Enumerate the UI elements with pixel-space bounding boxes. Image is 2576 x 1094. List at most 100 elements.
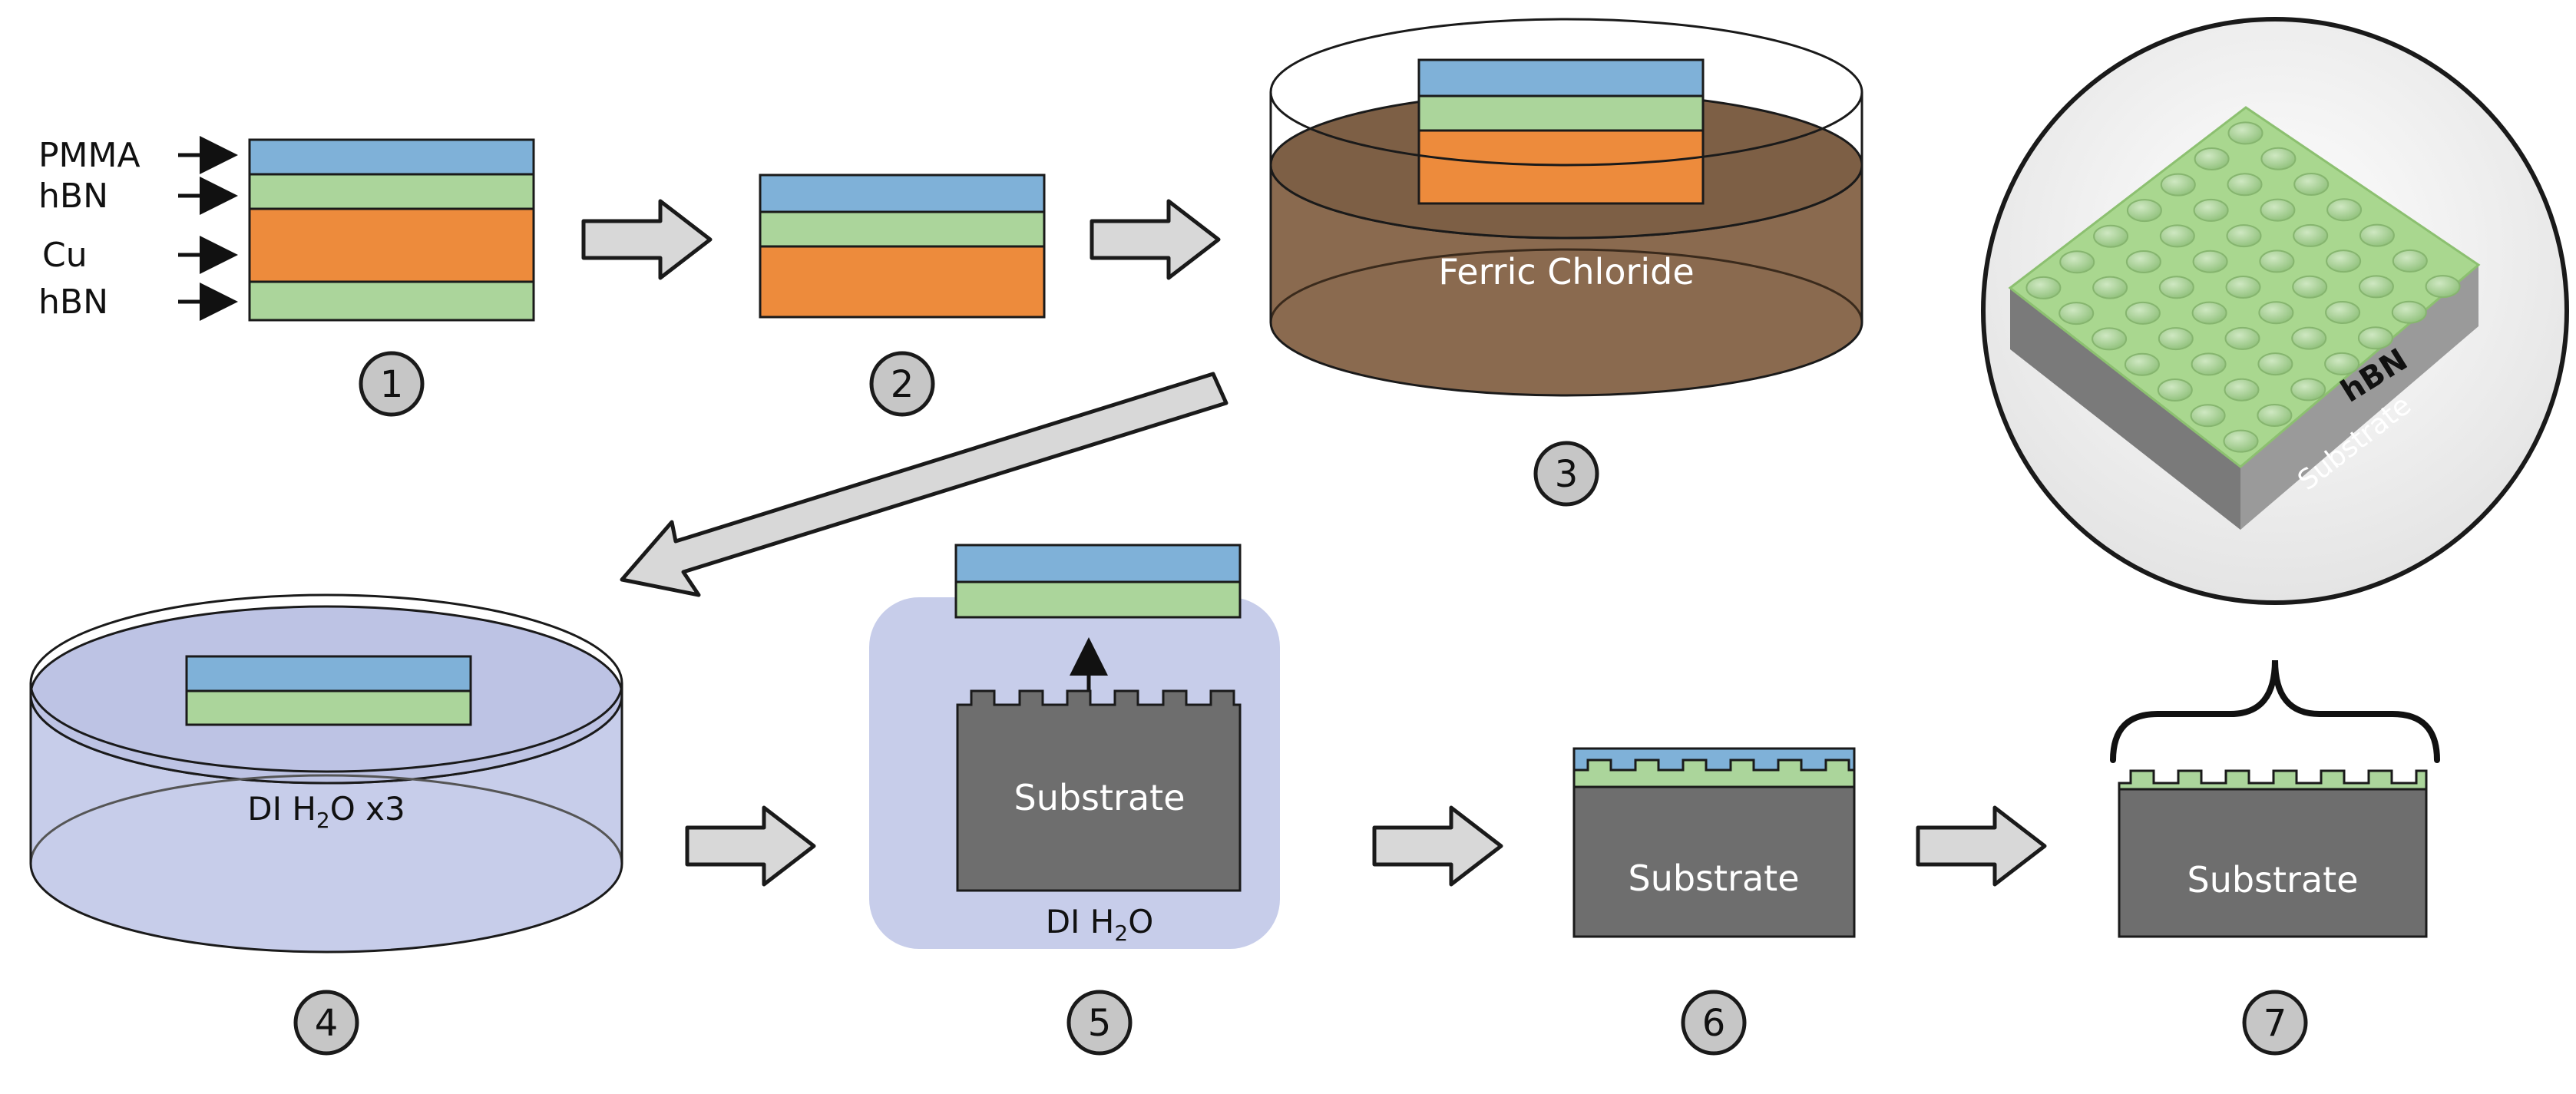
svg-text:1: 1 xyxy=(380,363,404,406)
hbn-patterned-layer xyxy=(2118,769,2428,792)
hbn-dome xyxy=(2391,300,2427,324)
slab-right-face xyxy=(2240,265,2478,530)
step3-ferric-chloride-bath: Ferric Chloride xyxy=(1269,18,1863,397)
hbn-dome xyxy=(2194,147,2230,170)
water-rim-back xyxy=(29,593,623,684)
floating-pmma xyxy=(1417,58,1705,98)
layer-pmma xyxy=(248,138,535,176)
hbn-dome xyxy=(2392,249,2428,273)
hbn-dome xyxy=(2124,352,2160,376)
patterned-substrate xyxy=(956,689,1242,892)
hbn-dome xyxy=(2257,404,2293,427)
bath-rim-back xyxy=(1269,18,1863,93)
hbn-dome xyxy=(2092,276,2128,299)
bath-rim-front xyxy=(1269,91,1863,167)
substrate-block xyxy=(1572,785,1856,938)
floating-cu xyxy=(1417,129,1705,205)
step1-stack: PMMA hBN Cu hBN xyxy=(38,136,535,322)
hbn-dome xyxy=(2159,224,2195,248)
hbn-dome xyxy=(2292,275,2328,299)
arrow-1-to-2 xyxy=(581,199,713,280)
label-hbn-bottom: hBN xyxy=(38,283,108,322)
label-cu: Cu xyxy=(42,236,88,275)
hbn-dome xyxy=(2358,275,2394,299)
step-badge-2: 2 xyxy=(869,351,935,417)
floating-pmma xyxy=(185,655,472,692)
hbn-dome xyxy=(2425,275,2461,299)
hbn-dome xyxy=(2291,326,2327,350)
label-pmma: PMMA xyxy=(38,136,141,175)
water-bottom-rim xyxy=(29,774,623,864)
svg-text:3: 3 xyxy=(1555,453,1579,496)
hbn-dome xyxy=(2290,378,2326,402)
arrow-2-to-3 xyxy=(1090,199,1221,280)
hbn-dome xyxy=(2324,352,2360,375)
hbn-dome xyxy=(2126,199,2162,223)
svg-text:5: 5 xyxy=(1088,1002,1112,1045)
hbn-dome xyxy=(2257,352,2293,376)
step6-transferred-stack: Substrate xyxy=(1572,747,1856,938)
svg-text:4: 4 xyxy=(315,1002,339,1045)
label-hbn-top: hBN xyxy=(38,177,108,216)
step2-stack xyxy=(759,174,1046,319)
hbn-dome xyxy=(2058,302,2095,326)
hbn-dome xyxy=(2157,378,2193,402)
hbn-dome xyxy=(2224,378,2260,402)
curly-brace xyxy=(2110,659,2440,763)
hbn-dome xyxy=(2260,147,2297,170)
arrow-5-to-6 xyxy=(1372,805,1503,887)
process-arrows xyxy=(581,199,2047,887)
step-badge-6: 6 xyxy=(1681,990,1747,1056)
hbn-dome xyxy=(2226,224,2262,248)
hbn-dome xyxy=(2223,429,2259,453)
hbn-dome-array xyxy=(2025,121,2461,453)
svg-text:7: 7 xyxy=(2264,1002,2287,1045)
svg-text:6: 6 xyxy=(1702,1002,1726,1045)
di-h2o-x3-label: DI H2O x3 xyxy=(247,790,405,833)
water-rim-front xyxy=(29,683,623,773)
hbn-dome xyxy=(2093,224,2129,248)
step-badges: 1 2 3 4 5 6 7 xyxy=(293,351,2308,1056)
di-h2o-label: DI H2O xyxy=(1046,903,1154,946)
inset-3d-render: hBN Substrate xyxy=(1981,17,2569,605)
hbn-dome xyxy=(2025,276,2062,299)
hbn-dome xyxy=(2357,326,2393,350)
step5-substrate-transfer: Substrate DI H2O xyxy=(869,544,1280,949)
step-badge-5: 5 xyxy=(1066,990,1133,1056)
step-badge-1: 1 xyxy=(359,351,425,417)
hbn-dome xyxy=(2359,223,2395,247)
substrate-label: Substrate xyxy=(2187,859,2359,901)
layer-hbn-bottom xyxy=(248,280,535,322)
hbn-dome xyxy=(2193,198,2229,222)
hbn-dome xyxy=(2325,301,2361,324)
hbn-dome xyxy=(2258,301,2294,325)
hbn-dome xyxy=(2092,327,2128,351)
substrate-label: Substrate xyxy=(1629,858,1800,899)
hbn-dome xyxy=(2259,250,2295,273)
lifted-pmma xyxy=(954,544,1242,583)
hbn-dome xyxy=(2227,173,2263,197)
hbn-dome xyxy=(2293,223,2329,247)
hbn-dome xyxy=(2160,173,2196,197)
hbn-dome xyxy=(2192,250,2228,273)
arrow-6-to-7 xyxy=(1916,805,2047,887)
floating-hbn xyxy=(1417,94,1705,132)
hbn-dome xyxy=(2125,301,2161,325)
hbn-dome xyxy=(2227,121,2264,145)
hbn-dome xyxy=(2224,326,2260,350)
layer-pmma xyxy=(759,174,1046,213)
hbn-dome xyxy=(2225,276,2261,299)
step-badge-4: 4 xyxy=(293,990,359,1056)
floating-hbn xyxy=(185,689,472,726)
slab-left-face xyxy=(2010,288,2240,530)
hbn-dome xyxy=(2190,404,2226,428)
hbn-dome xyxy=(2158,276,2194,299)
svg-text:2: 2 xyxy=(891,363,914,406)
hbn-dome xyxy=(2191,301,2227,325)
step-badge-7: 7 xyxy=(2242,990,2308,1056)
layer-hbn xyxy=(759,210,1046,248)
arrow-4-to-5 xyxy=(685,805,816,887)
layer-cu xyxy=(248,207,535,283)
arrow-3-to-4 xyxy=(620,372,1228,597)
substrate-block xyxy=(2118,788,2428,938)
